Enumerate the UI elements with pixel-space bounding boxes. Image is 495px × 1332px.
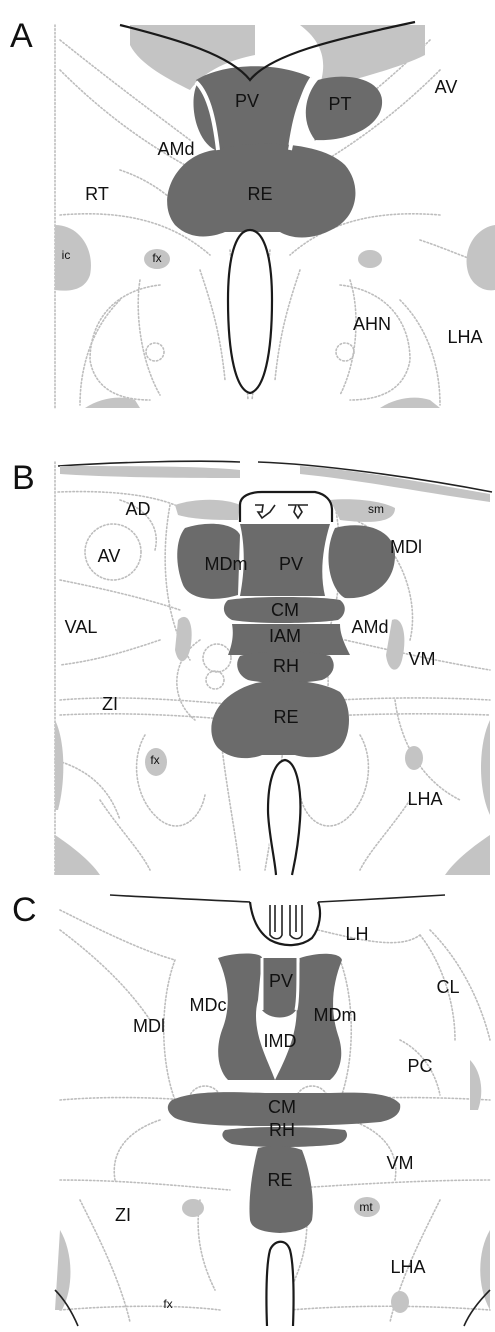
panel-a-fx-right bbox=[358, 250, 382, 268]
label-a-amd: AMd bbox=[157, 139, 194, 159]
label-c-mt: mt bbox=[359, 1200, 373, 1214]
label-b-ad: AD bbox=[125, 499, 150, 519]
panel-a-letter: A bbox=[10, 17, 33, 55]
panel-a-ic-region bbox=[55, 225, 91, 291]
label-c-fx: fx bbox=[163, 1297, 172, 1311]
label-b-amd: AMd bbox=[351, 617, 388, 637]
label-c-imd: IMD bbox=[264, 1031, 297, 1051]
label-c-rh: RH bbox=[269, 1120, 295, 1140]
label-a-pv: PV bbox=[235, 91, 259, 111]
panel-b-fx-right bbox=[405, 746, 423, 770]
label-c-pv: PV bbox=[269, 971, 293, 991]
label-a-av: AV bbox=[435, 77, 458, 97]
label-b-av: AV bbox=[98, 546, 121, 566]
label-a-rt: RT bbox=[85, 184, 109, 204]
label-c-pc: PC bbox=[407, 1056, 432, 1076]
label-b-rh: RH bbox=[273, 656, 299, 676]
label-b-re: RE bbox=[273, 707, 298, 727]
label-b-lha: LHA bbox=[407, 789, 442, 809]
panel-b-mdl-right bbox=[328, 525, 395, 598]
label-c-vm: VM bbox=[387, 1153, 414, 1173]
label-a-fx: fx bbox=[152, 251, 161, 265]
panel-b-sm-region bbox=[330, 499, 395, 522]
label-b-zi: ZI bbox=[102, 694, 118, 714]
panel-c: C bbox=[12, 891, 490, 1326]
label-b-mdm: MDm bbox=[205, 554, 248, 574]
label-b-mdl: MDl bbox=[390, 537, 422, 557]
label-c-cm: CM bbox=[268, 1097, 296, 1117]
panel-b: B bbox=[12, 459, 492, 875]
label-a-lha: LHA bbox=[447, 327, 482, 347]
label-c-zi: ZI bbox=[115, 1205, 131, 1225]
label-c-re: RE bbox=[267, 1170, 292, 1190]
label-c-lh: LH bbox=[345, 924, 368, 944]
panel-c-letter: C bbox=[12, 891, 37, 929]
label-a-pt: PT bbox=[328, 94, 351, 114]
label-c-cl: CL bbox=[436, 977, 459, 997]
label-a-re: RE bbox=[247, 184, 272, 204]
label-b-sm: sm bbox=[368, 502, 384, 516]
label-a-ahn: AHN bbox=[353, 314, 391, 334]
label-b-val: VAL bbox=[65, 617, 98, 637]
panel-a: A bbox=[10, 17, 495, 408]
label-c-lha: LHA bbox=[390, 1257, 425, 1277]
panel-b-letter: B bbox=[12, 459, 35, 497]
label-b-pv: PV bbox=[279, 554, 303, 574]
label-c-mdc: MDc bbox=[190, 995, 227, 1015]
label-c-mdl: MDl bbox=[133, 1016, 165, 1036]
label-b-iam: IAM bbox=[269, 626, 301, 646]
panel-a-ic-region-right bbox=[467, 225, 495, 290]
label-c-mdm: MDm bbox=[314, 1005, 357, 1025]
label-b-cm: CM bbox=[271, 600, 299, 620]
label-b-fx: fx bbox=[150, 753, 159, 767]
label-b-vm: VM bbox=[409, 649, 436, 669]
label-a-ic: ic bbox=[62, 248, 71, 262]
